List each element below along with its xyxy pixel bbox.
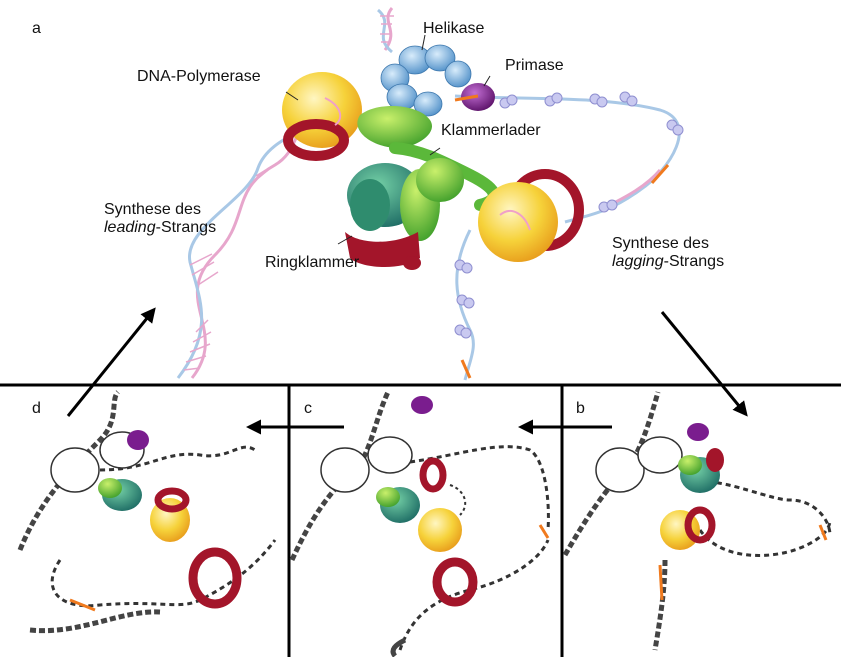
label-ringklammer: Ringklammer — [265, 254, 360, 271]
panel-b-illustration — [562, 391, 832, 651]
ssb-proteins — [454, 91, 684, 339]
primase-icon — [454, 83, 495, 111]
lagging-line2: lagging-Strangs — [612, 253, 724, 271]
clamp-loader-icon — [347, 105, 500, 241]
label-leading-synthesis: Synthese des leading-Strangs — [104, 201, 216, 238]
panel-label-d: d — [32, 400, 41, 417]
panel-label-a: a — [32, 20, 41, 37]
panel-label-c: c — [304, 400, 312, 417]
label-pointers — [285, 34, 491, 245]
panel-c-illustration — [289, 390, 550, 658]
arrow-to-panel-a — [66, 307, 156, 417]
leading-italic: leading — [104, 219, 156, 237]
label-dna-polymerase: DNA-Polymerase — [137, 68, 261, 85]
dna-polymerase-lagging-icon — [478, 169, 584, 262]
lagging-suffix: -Strangs — [663, 253, 725, 271]
label-lagging-synthesis: Synthese des lagging-Strangs — [612, 235, 724, 272]
lagging-italic: lagging — [612, 253, 664, 271]
label-primase: Primase — [505, 57, 564, 74]
leading-line2: leading-Strangs — [104, 219, 216, 237]
leading-suffix: -Strangs — [155, 219, 217, 237]
ring-clamp-icon — [345, 232, 421, 270]
arrow-to-panel-b — [660, 311, 748, 417]
label-klammerlader: Klammerlader — [441, 122, 541, 139]
label-helikase: Helikase — [423, 20, 485, 37]
leading-line1: Synthese des — [104, 201, 201, 218]
parent-dna-top — [376, 7, 394, 54]
lagging-line1: Synthese des — [612, 235, 709, 252]
helicase-icon — [380, 44, 472, 117]
dna-polymerase-leading-icon — [282, 72, 362, 161]
panel-label-b: b — [576, 400, 585, 417]
panel-d-illustration — [17, 390, 277, 634]
